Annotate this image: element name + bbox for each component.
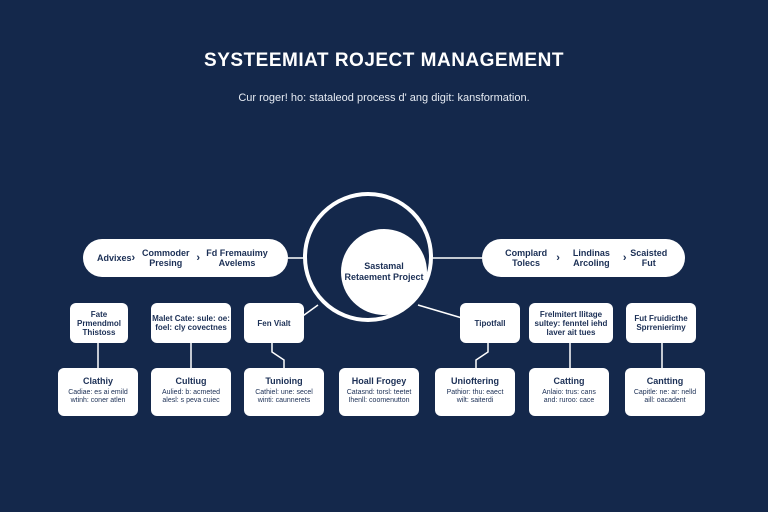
left-pill-segment-2: Commoder Presing [142,248,190,268]
card-2: Cultiug Aulied: b: acmeted alesl: s peva… [151,368,231,416]
card-description: Anlaio: trus: cans and: ruroo: cace [542,389,596,404]
card-title: Cantting [646,376,684,386]
card-title: Cultiug [175,376,207,386]
left-pill: Advixes › Commoder Presing › Fd Fremauim… [83,239,288,277]
callout-5: Frelmitert Ilitage sultey: fenntel iehd … [529,303,613,343]
card-6: Catting Anlaio: trus: cans and: ruroo: c… [529,368,609,416]
card-description: Aulied: b: acmeted alesl: s peva cuiec [162,389,220,404]
card-4: Hoall Frogey Catasnd: torsl: teetet Ihen… [339,368,419,416]
callout-1: Fate Prmendmol Thistoss [70,303,128,343]
connector-callout-4 [475,343,489,368]
card-1: Clathiy Cadiae: es ai emild wtinh: coner… [58,368,138,416]
card-title: Clathiy [82,376,113,386]
left-pill-segment-1: Advixes [97,253,132,263]
right-pill-segment-1: Complard Tolecs [505,248,548,268]
callout-6: Fut Fruidicthe Sprrenierimy [626,303,696,343]
card-title: Tunioing [265,376,303,386]
card-description: Catasnd: torsl: teetet Ihenll: coomenutt… [346,389,412,404]
card-7: Cantting Capitle: ne: ar: nelld aill: oa… [625,368,705,416]
chevron-right-icon: › [131,252,136,264]
card-title: Unioftering [451,376,499,386]
right-pill-segment-3: Scaisted Fut [630,248,668,268]
card-description: Cadiae: es ai emild wtinh: coner atlen [68,389,128,404]
card-title: Catting [553,376,585,386]
callout-2: Malet Cate: sule: oe: foel: cly covectne… [151,303,231,343]
connector-ring-right [417,304,463,319]
callout-4: Tipotfall [460,303,520,343]
card-description: Capitle: ne: ar: nelld aill: oacadent [633,389,697,404]
center-node: Sastamal Retaement Project [341,229,427,315]
chevron-right-icon: › [196,252,201,264]
page-title: SYSTEEMIAT ROJECT MANAGEMENT [204,50,564,71]
page-subtitle: Cur roger! ho: stataleod process d' ang … [238,92,530,104]
right-pill: Complard Tolecs › Lindinas Arcoling › Sc… [482,239,685,277]
chevron-right-icon: › [556,252,560,264]
chevron-right-icon: › [622,252,627,264]
card-5: Unioftering Pathior: thu: eaect wilt: sa… [435,368,515,416]
card-description: Pathior: thu: eaect wilt: saiterdi [446,389,504,404]
card-title: Hoall Frogey [351,376,407,386]
card-description: Cathiel: une: secel winti: caunnerets [255,389,313,404]
card-3: Tunioing Cathiel: une: secel winti: caun… [244,368,324,416]
callout-3: Fen Vialt [244,303,304,343]
right-pill-segment-2: Lindinas Arcoling [572,248,610,268]
connector-callout-3 [271,343,285,368]
left-pill-segment-3: Fd Fremauimy Avelems [206,248,268,268]
